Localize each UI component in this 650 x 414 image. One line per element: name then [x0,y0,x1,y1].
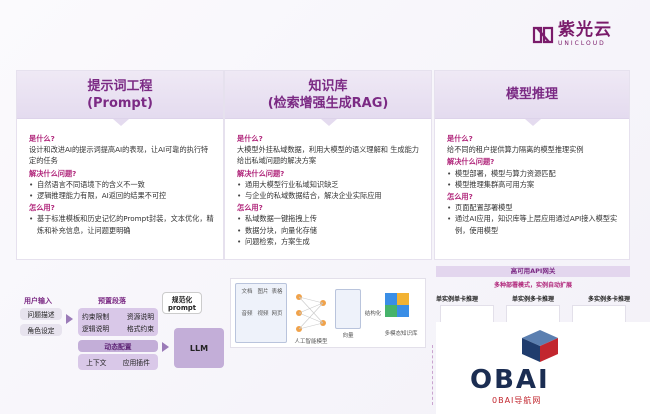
logic-desc-label: 逻辑说明 [82,325,110,333]
brand-name-en: UNICLOUD [558,40,606,47]
watermark-text: OBAI [470,365,550,395]
image-icon: 图片 [257,289,269,295]
dynamic-config-heading: 动态配置 [78,340,158,352]
constraint-label: 约束限制 [82,313,110,321]
header-arrow [525,119,541,126]
knowledge-cube-icon [385,293,409,317]
card-subtitle: (检索增强生成RAG) [267,95,389,111]
api-gateway-bar: 高可用API网关 [436,266,630,277]
card-title: 模型推理 [505,87,558,102]
card-inference: 模型推理 是什么? 给不同的租户提供算力隔离的模型推理实例 解决什么问题? 模型… [434,70,630,260]
problem-item: 模型推理集群高可用方案 [447,179,621,190]
app-plugin-label: 应用插件 [122,359,150,367]
usage-item: 私域数据一键拖拽上传 [237,213,423,224]
card-subtitle: (Prompt) [87,95,153,111]
problem-item: 自然语言不同语境下的含义不一致 [29,179,215,190]
question-what: 是什么? [447,134,473,143]
card-body: 是什么? 大模型外挂私域数据，利用大模型的语义理解和 生成能力给出私域问题的解决… [225,119,431,247]
neural-network-icon [296,294,326,332]
preset-row: 约束限制 资源说明 [82,311,154,321]
watermark-cube-icon [522,330,558,362]
ai-model-label: 人工智能模型 [294,339,328,345]
problem-item: 通用大模型行业私域知识缺乏 [237,179,423,190]
arrow-right-icon [162,342,169,352]
answer-what: 给不同的租户提供算力隔离的模型推理实例 [447,145,584,155]
problem-desc-box: 问题描述 [20,308,62,320]
problem-item: 逻辑推理能力有限，AI返回的结果不可控 [29,190,215,201]
deploy-modes-title: 多种部署模式，实例自动扩展 [493,282,572,289]
question-problem: 解决什么问题? [29,168,77,178]
deploy-cols: 单实例单卡推理 单实例多卡推理 多实例多卡推理 [436,294,630,303]
card-header: 模型推理 [435,71,629,119]
single-instance-single-card: 单实例单卡推理 [436,296,479,303]
card-rag: 知识库 (检索增强生成RAG) 是什么? 大模型外挂私域数据，利用大模型的语义理… [224,70,432,260]
dynamic-config-box: 上下文 应用插件 [78,354,158,370]
usage-item: 页面配置部署模型 [447,202,621,213]
preset-row: 逻辑说明 格式约束 [82,323,154,333]
card-title: 提示词工程 [87,78,153,94]
preset-para-heading: 预置段落 [98,297,126,305]
multimodal-kb-label: 多模态知识库 [384,331,418,337]
card-body: 是什么? 给不同的租户提供算力隔离的模型推理实例 解决什么问题? 模型部署，模型… [435,119,629,236]
watermark-subtext: 0BAI导航网 [492,396,542,405]
web-icon: 网页 [271,311,283,317]
table-icon: 表格 [271,289,283,295]
rag-pipeline-diagram: 文档 图片 表格 音频 视频 网页 人工智能模型 向量 结构化 多模态知识库 [230,278,426,348]
structured-label: 结构化 [364,311,382,317]
resource-desc-label: 资源说明 [126,313,154,321]
prompt-label: prompt [167,304,197,312]
format-constraint-label: 格式约束 [126,325,154,333]
answer-what: 大模型外挂私域数据，利用大模型的语义理解和 生成能力给出私域问题的解决方案 [237,145,419,166]
header-arrow [113,119,129,126]
question-how: 怎么用? [447,192,473,202]
source-panel [235,283,287,343]
usage-item: 数据分块，向量化存储 [237,225,423,236]
card-header: 知识库 (检索增强生成RAG) [225,71,431,119]
vector-panel [335,289,361,329]
normalized-label: 规范化 [171,296,193,304]
role-setting-box: 角色设定 [20,324,62,336]
question-problem: 解决什么问题? [237,168,285,178]
question-how: 怎么用? [237,203,263,213]
problem-item: 与企业的私域数据结合，解决企业实际应用 [237,190,423,201]
video-icon: 视频 [257,311,269,317]
usage-item: 基于标准模板和历史记忆的Prompt封装，文本优化，精炼和补充信息，让问题更明确 [29,213,215,235]
card-title: 知识库 [308,78,348,94]
question-what: 是什么? [237,134,263,143]
brand-logo: 紫光云 UNICLOUD [532,22,612,47]
brand-name-cn: 紫光云 [558,20,612,40]
preset-para-box: 约束限制 资源说明 逻辑说明 格式约束 [78,308,158,336]
unicloud-logo-icon [532,26,554,43]
problem-item: 模型部署，模型与算力资源匹配 [447,168,621,179]
answer-what: 设计和改进AI的提示词提高AI的表现，让AI可靠的执行特定的任务 [29,145,209,166]
divider-line [432,345,434,405]
card-body: 是什么? 设计和改进AI的提示词提高AI的表现，让AI可靠的执行特定的任务 解决… [17,119,223,236]
vector-label: 向量 [342,333,354,339]
user-input-heading: 用户输入 [24,297,52,305]
header-arrow [321,119,337,126]
usage-item: 问题检索，方案生成 [237,236,423,247]
question-problem: 解决什么问题? [447,157,495,167]
question-what: 是什么? [29,134,55,143]
card-header: 提示词工程 (Prompt) [17,71,223,119]
card-prompt: 提示词工程 (Prompt) 是什么? 设计和改进AI的提示词提高AI的表现，让… [16,70,224,260]
llm-box: LLM [174,328,224,368]
question-how: 怎么用? [29,203,55,213]
multi-instance-multi-card: 多实例多卡推理 [587,296,630,303]
audio-icon: 音频 [241,311,253,317]
arrow-right-icon [66,314,73,324]
single-instance-multi-card: 单实例多卡推理 [511,296,554,303]
prompt-flow-diagram: 用户输入 问题描述 角色设定 预置段落 约束限制 资源说明 逻辑说明 格式约束 … [16,284,224,384]
context-label: 上下文 [86,359,107,367]
normalized-prompt-box: 规范化 prompt [162,292,202,314]
usage-item: 通过AI应用，知识库等上层应用通过API接入模型实例，使用模型 [447,213,621,235]
doc-icon: 文档 [241,289,253,295]
